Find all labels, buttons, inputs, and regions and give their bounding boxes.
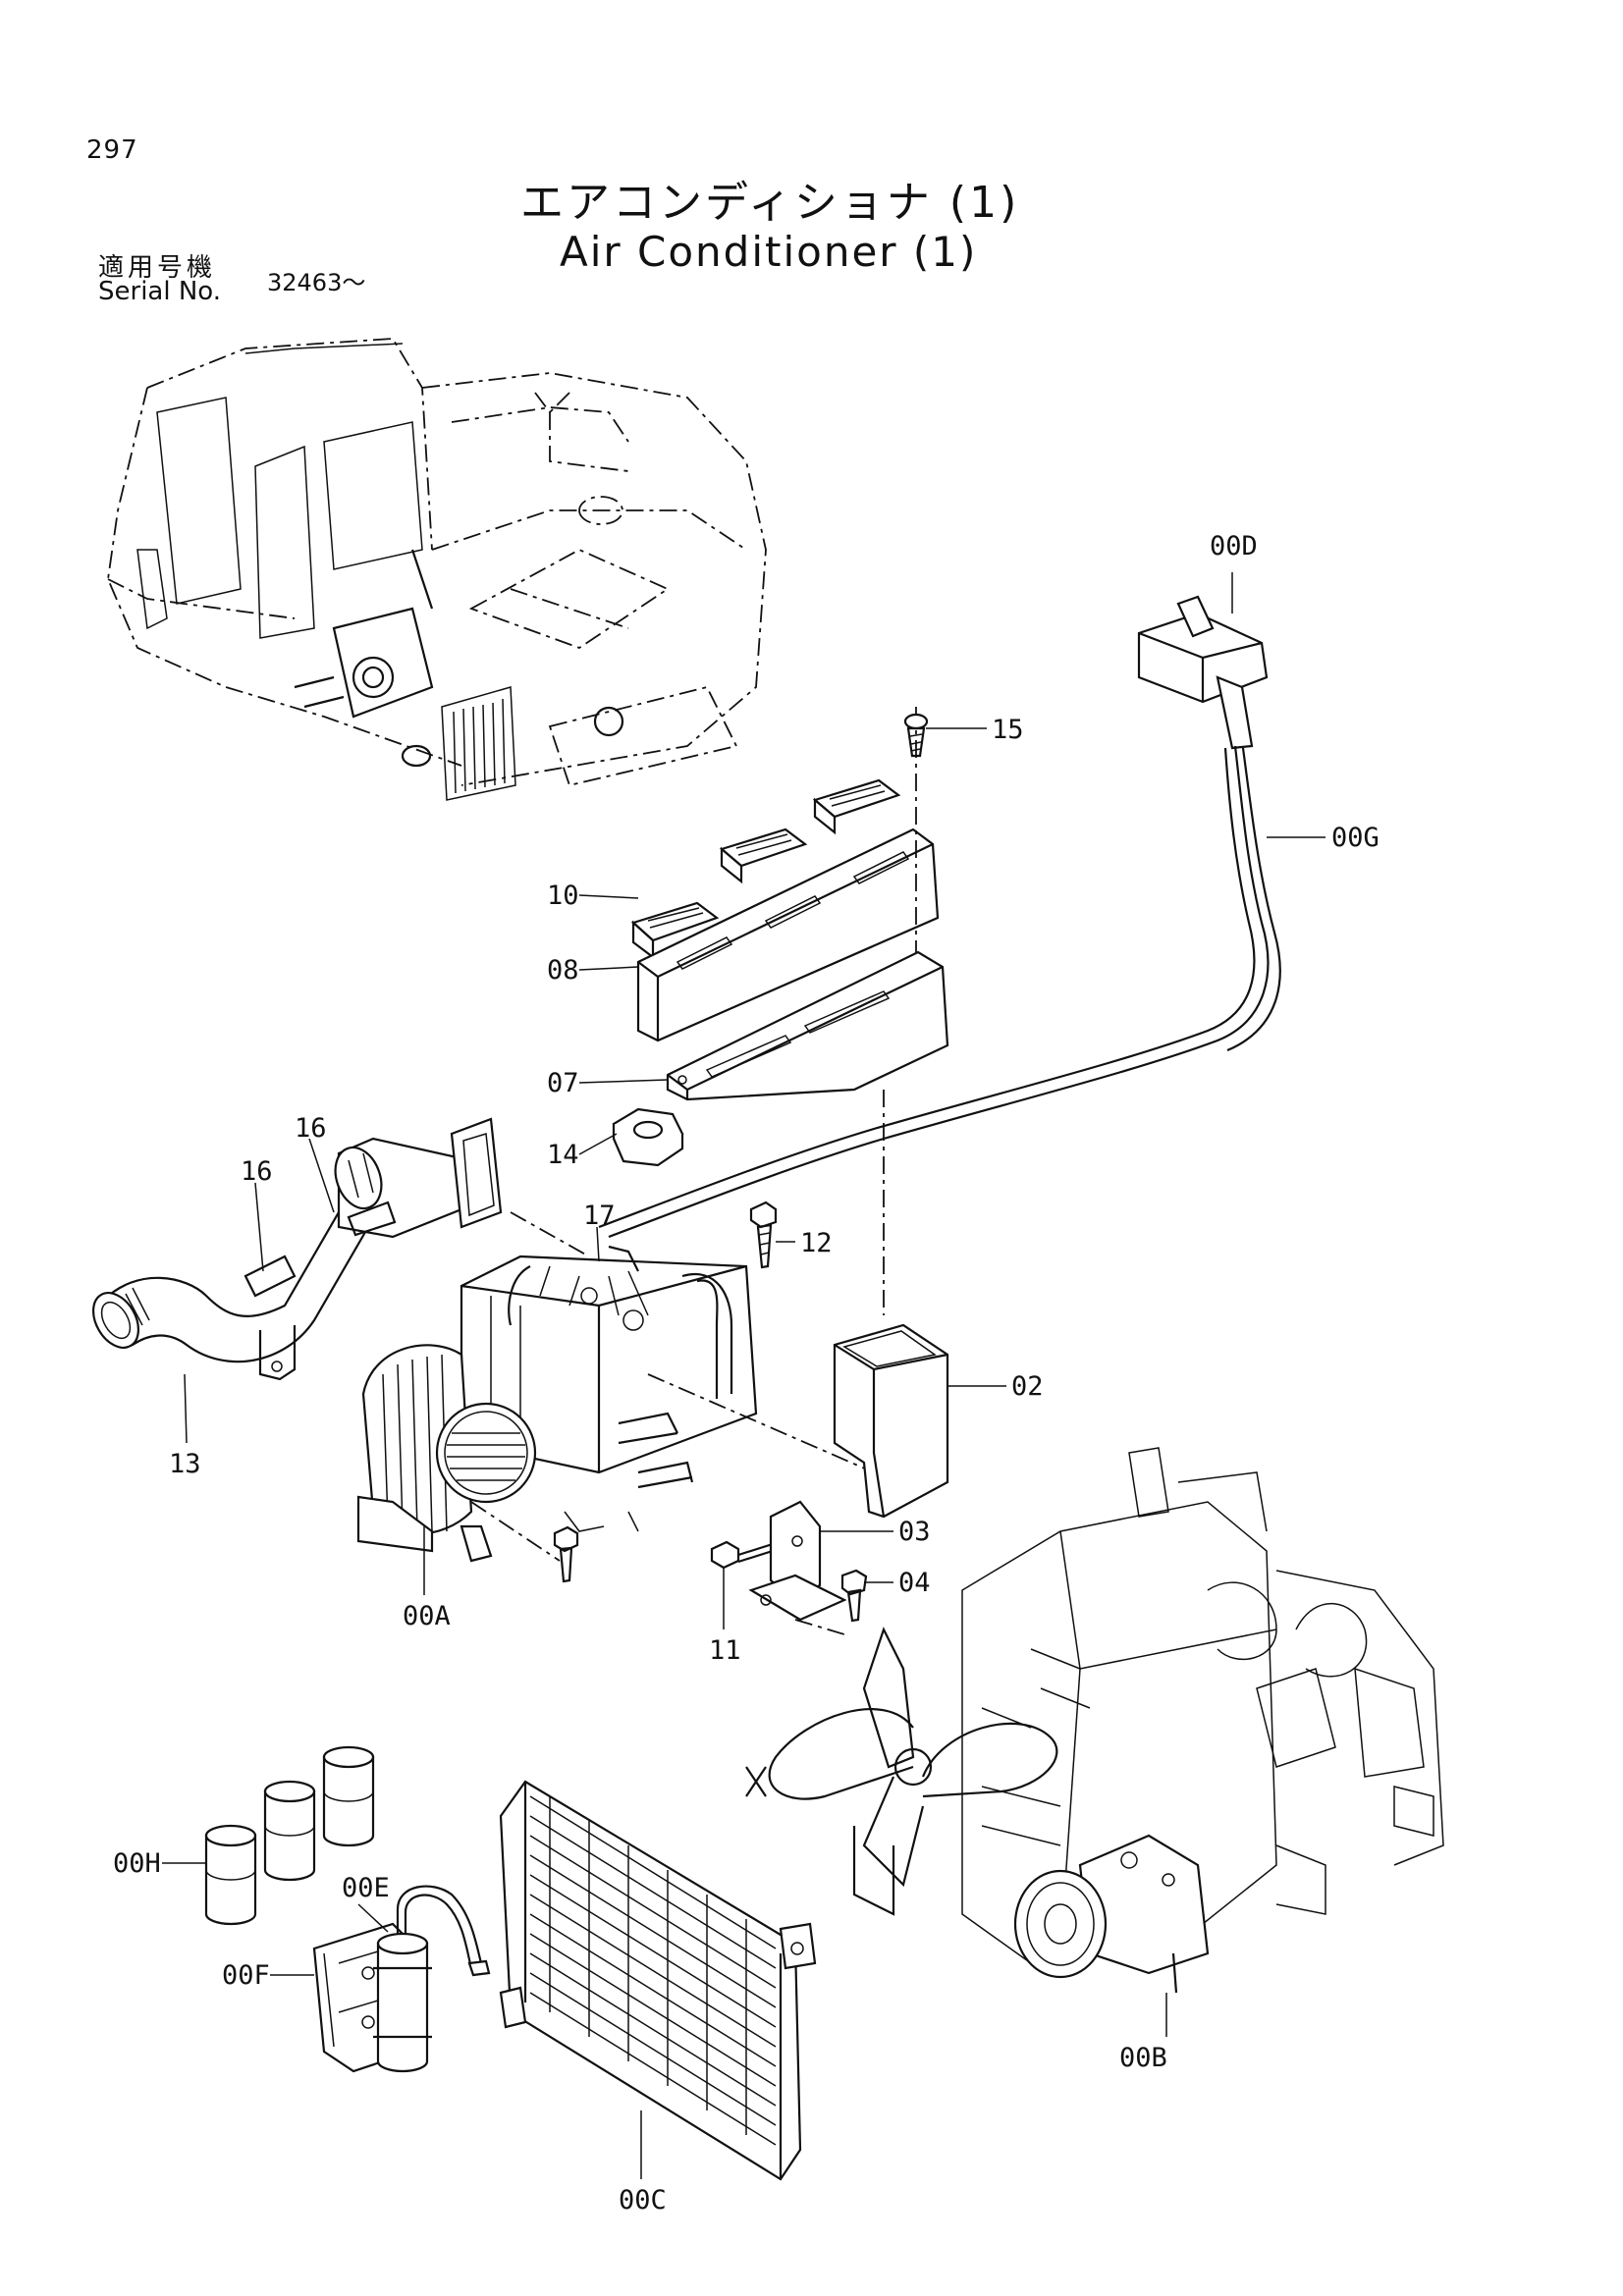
serial-label-japanese: 適用号機 bbox=[98, 253, 217, 283]
callout-00H: 00H bbox=[113, 1848, 161, 1879]
serial-label-english: Serial No. bbox=[98, 277, 221, 306]
air-duct-hose-illustration bbox=[91, 1117, 503, 1381]
callout-00C: 00C bbox=[619, 2185, 667, 2216]
condenser-illustration bbox=[499, 1780, 817, 2181]
screw-12 bbox=[749, 1201, 778, 1269]
serial-number-value: 32463～ bbox=[267, 269, 366, 296]
callout-04: 04 bbox=[898, 1568, 931, 1598]
callout-08: 08 bbox=[547, 955, 579, 986]
callout-00G: 00G bbox=[1331, 823, 1380, 853]
callout-00F: 00F bbox=[222, 1960, 270, 1991]
control-panel-illustration bbox=[598, 595, 1281, 1239]
page-title-english: Air Conditioner (1) bbox=[560, 228, 978, 276]
filter-cartridges-illustration bbox=[204, 1745, 375, 1926]
callout-12: 12 bbox=[800, 1228, 833, 1258]
vent-duct-assembly-illustration bbox=[630, 707, 949, 1315]
screw-11 bbox=[710, 1540, 777, 1570]
callout-15: 15 bbox=[992, 715, 1024, 745]
callout-00A: 00A bbox=[403, 1601, 451, 1631]
callout-16-lower: 16 bbox=[241, 1156, 273, 1187]
page-title-japanese: エアコンディショナ (1) bbox=[520, 178, 1020, 228]
outlet-duct-illustration bbox=[833, 1323, 949, 1519]
callout-10: 10 bbox=[547, 881, 579, 911]
engine-illustration bbox=[745, 1447, 1444, 1994]
screw-15 bbox=[903, 713, 929, 758]
callout-02: 02 bbox=[1011, 1371, 1044, 1402]
receiver-drier-illustration bbox=[312, 1885, 491, 2073]
callout-17: 17 bbox=[583, 1201, 616, 1231]
grommet-illustration bbox=[612, 1107, 684, 1167]
callout-11: 11 bbox=[709, 1635, 741, 1666]
screws-illustration bbox=[553, 713, 929, 1623]
leader-lines bbox=[162, 572, 1325, 2179]
callout-00B: 00B bbox=[1119, 2043, 1167, 2073]
callout-14: 14 bbox=[547, 1140, 579, 1170]
callout-16-upper: 16 bbox=[295, 1113, 327, 1144]
callout-00D: 00D bbox=[1210, 531, 1258, 561]
page-number: 297 bbox=[86, 135, 138, 165]
callout-00E: 00E bbox=[342, 1873, 390, 1903]
air-conditioner-unit-illustration bbox=[356, 1211, 875, 1563]
excavator-overview-illustration bbox=[107, 338, 767, 801]
screw-unit-bottom bbox=[553, 1525, 579, 1583]
callout-13: 13 bbox=[169, 1449, 201, 1479]
bracket-illustration bbox=[748, 1500, 847, 1635]
callout-03: 03 bbox=[898, 1517, 931, 1547]
callout-07: 07 bbox=[547, 1068, 579, 1098]
screw-04 bbox=[840, 1569, 868, 1623]
